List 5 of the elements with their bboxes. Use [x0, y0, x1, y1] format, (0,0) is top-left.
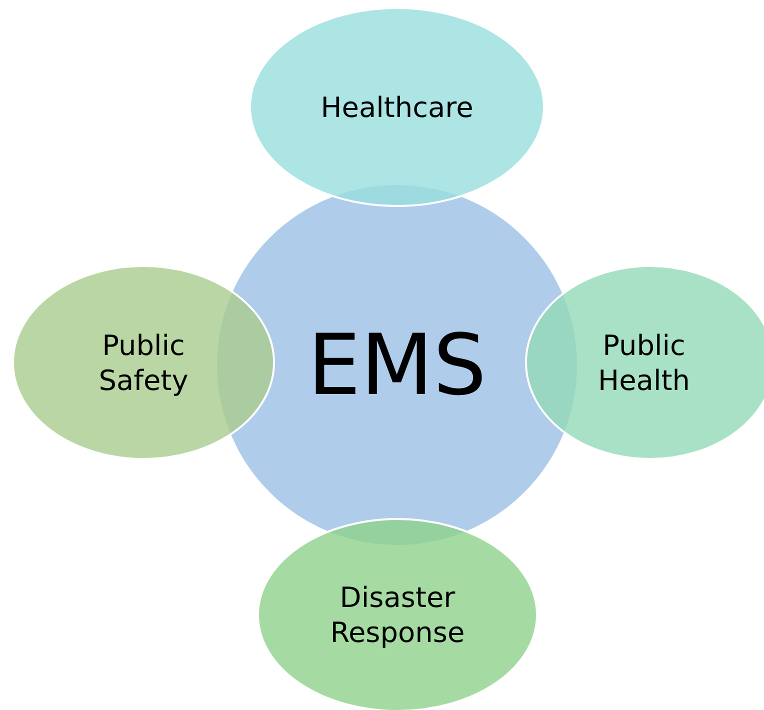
node-label: Healthcare — [320, 90, 474, 124]
node-label: Public Safety — [98, 328, 190, 398]
center-label: EMS — [306, 314, 488, 416]
node-label: Disaster Response — [329, 580, 466, 650]
node-label: Public Health — [597, 328, 691, 398]
